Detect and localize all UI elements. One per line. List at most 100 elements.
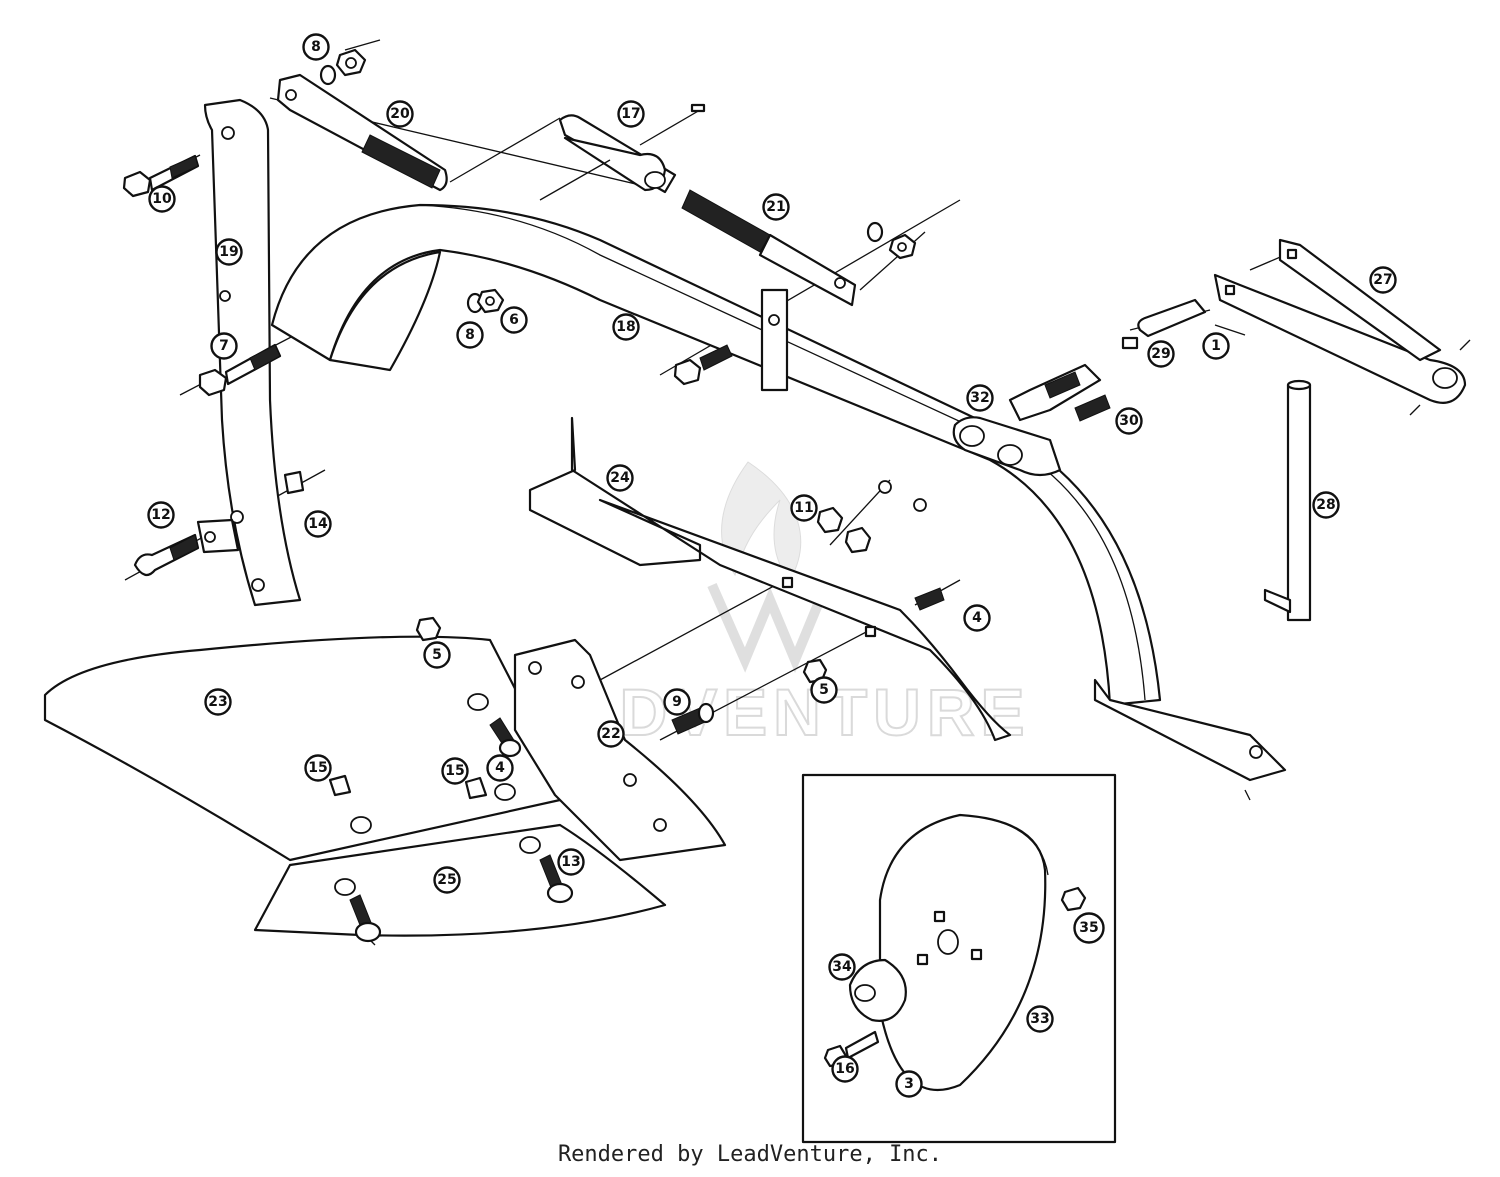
svg-text:6: 6 [509, 312, 519, 328]
svg-text:3: 3 [904, 1076, 914, 1092]
callout: 7 [210, 332, 238, 360]
svg-text:19: 19 [219, 244, 238, 260]
svg-text:18: 18 [616, 319, 635, 335]
callout: 15 [441, 757, 469, 785]
svg-text:5: 5 [819, 682, 829, 698]
svg-text:25: 25 [437, 872, 456, 888]
part-24-bar [528, 416, 1012, 742]
part-9-bolt [671, 702, 715, 735]
svg-text:4: 4 [495, 760, 505, 776]
part-6-nut [466, 288, 505, 314]
callout: 5 [423, 641, 451, 669]
svg-text:16: 16 [835, 1061, 854, 1077]
footer-credit: Rendered by LeadVenture, Inc. [557, 1142, 943, 1167]
callout: 4 [486, 754, 514, 782]
part-21-rod [681, 189, 857, 307]
part-19-shank [203, 98, 302, 607]
part-8-nut-top [319, 48, 367, 86]
callout: 19 [215, 238, 243, 266]
part-12-bolt [133, 518, 240, 577]
svg-text:13: 13 [561, 854, 580, 870]
part-22-frog [513, 638, 727, 862]
callout: 30 [1115, 407, 1143, 435]
svg-text:10: 10 [152, 191, 172, 207]
svg-text:32: 32 [970, 390, 989, 406]
callout: 28 [1312, 491, 1340, 519]
callout: 32 [966, 384, 994, 412]
svg-text:20: 20 [390, 106, 410, 122]
part-17-pin [539, 103, 706, 201]
svg-text:5: 5 [432, 647, 442, 663]
callout: 29 [1147, 340, 1175, 368]
svg-text:14: 14 [308, 516, 328, 532]
callout: 25 [433, 866, 461, 894]
svg-text:29: 29 [1151, 346, 1170, 362]
part-21-nut [866, 221, 917, 260]
callout: 8 [456, 321, 484, 349]
part-11-nuts [816, 506, 872, 554]
callout: 6 [500, 306, 528, 334]
svg-text:24: 24 [610, 470, 630, 486]
part-4-bolt [914, 587, 945, 611]
callout: 9 [663, 688, 691, 716]
callout: 14 [304, 510, 332, 538]
part-10-bolt [122, 154, 200, 198]
svg-text:15: 15 [308, 760, 327, 776]
callout: 16 [831, 1055, 859, 1083]
svg-text:35: 35 [1079, 920, 1098, 936]
svg-text:21: 21 [766, 199, 785, 215]
part-28-shaft [1263, 379, 1312, 622]
svg-text:1: 1 [1211, 338, 1221, 354]
inset-box [801, 773, 1117, 1144]
callout: 5 [810, 676, 838, 704]
part-23-moldboard [43, 635, 577, 862]
part-18-bolt [673, 344, 733, 386]
svg-text:8: 8 [311, 39, 321, 55]
callouts: 8 20 17 10 21 19 6 8 18 27 7 1 29 32 30 … [147, 33, 1397, 1098]
part-4-bolt-lower [489, 717, 522, 758]
part-7-bolt [198, 343, 282, 397]
svg-text:30: 30 [1119, 413, 1139, 429]
callout: 20 [386, 100, 414, 128]
part-29-pin [1121, 298, 1246, 350]
callout: 12 [147, 501, 175, 529]
svg-text:22: 22 [601, 726, 620, 742]
part-27-bracket [1213, 238, 1467, 404]
part-30-bolts [1044, 371, 1111, 422]
callout: 11 [790, 494, 818, 522]
callout: 21 [762, 193, 790, 221]
callout: 27 [1369, 266, 1397, 294]
svg-text:7: 7 [219, 338, 229, 354]
part-13-bolts [349, 854, 574, 943]
callout: 3 [895, 1070, 923, 1098]
svg-text:4: 4 [972, 610, 982, 626]
svg-text:12: 12 [151, 507, 170, 523]
svg-text:28: 28 [1316, 497, 1335, 513]
callout: 33 [1026, 1005, 1054, 1033]
part-20-rod [276, 73, 448, 192]
svg-text:17: 17 [621, 106, 640, 122]
callout: 22 [597, 720, 625, 748]
callout: 13 [557, 848, 585, 876]
callout: 34 [828, 953, 856, 981]
svg-text:15: 15 [445, 763, 464, 779]
part-14-clip [283, 470, 305, 495]
svg-text:33: 33 [1030, 1011, 1049, 1027]
svg-text:27: 27 [1373, 272, 1392, 288]
callout: 17 [617, 100, 645, 128]
svg-text:34: 34 [832, 959, 852, 975]
callout: 23 [204, 688, 232, 716]
svg-text:9: 9 [672, 694, 682, 710]
callout: 15 [304, 754, 332, 782]
callout: 4 [963, 604, 991, 632]
svg-text:8: 8 [465, 327, 475, 343]
callout: 8 [302, 33, 330, 61]
callout: 18 [612, 313, 640, 341]
callout: 24 [606, 464, 634, 492]
callout: 1 [1202, 332, 1230, 360]
callout: 10 [148, 185, 176, 213]
svg-text:23: 23 [208, 694, 227, 710]
svg-text:11: 11 [794, 500, 813, 516]
callout: 35 [1073, 912, 1105, 944]
